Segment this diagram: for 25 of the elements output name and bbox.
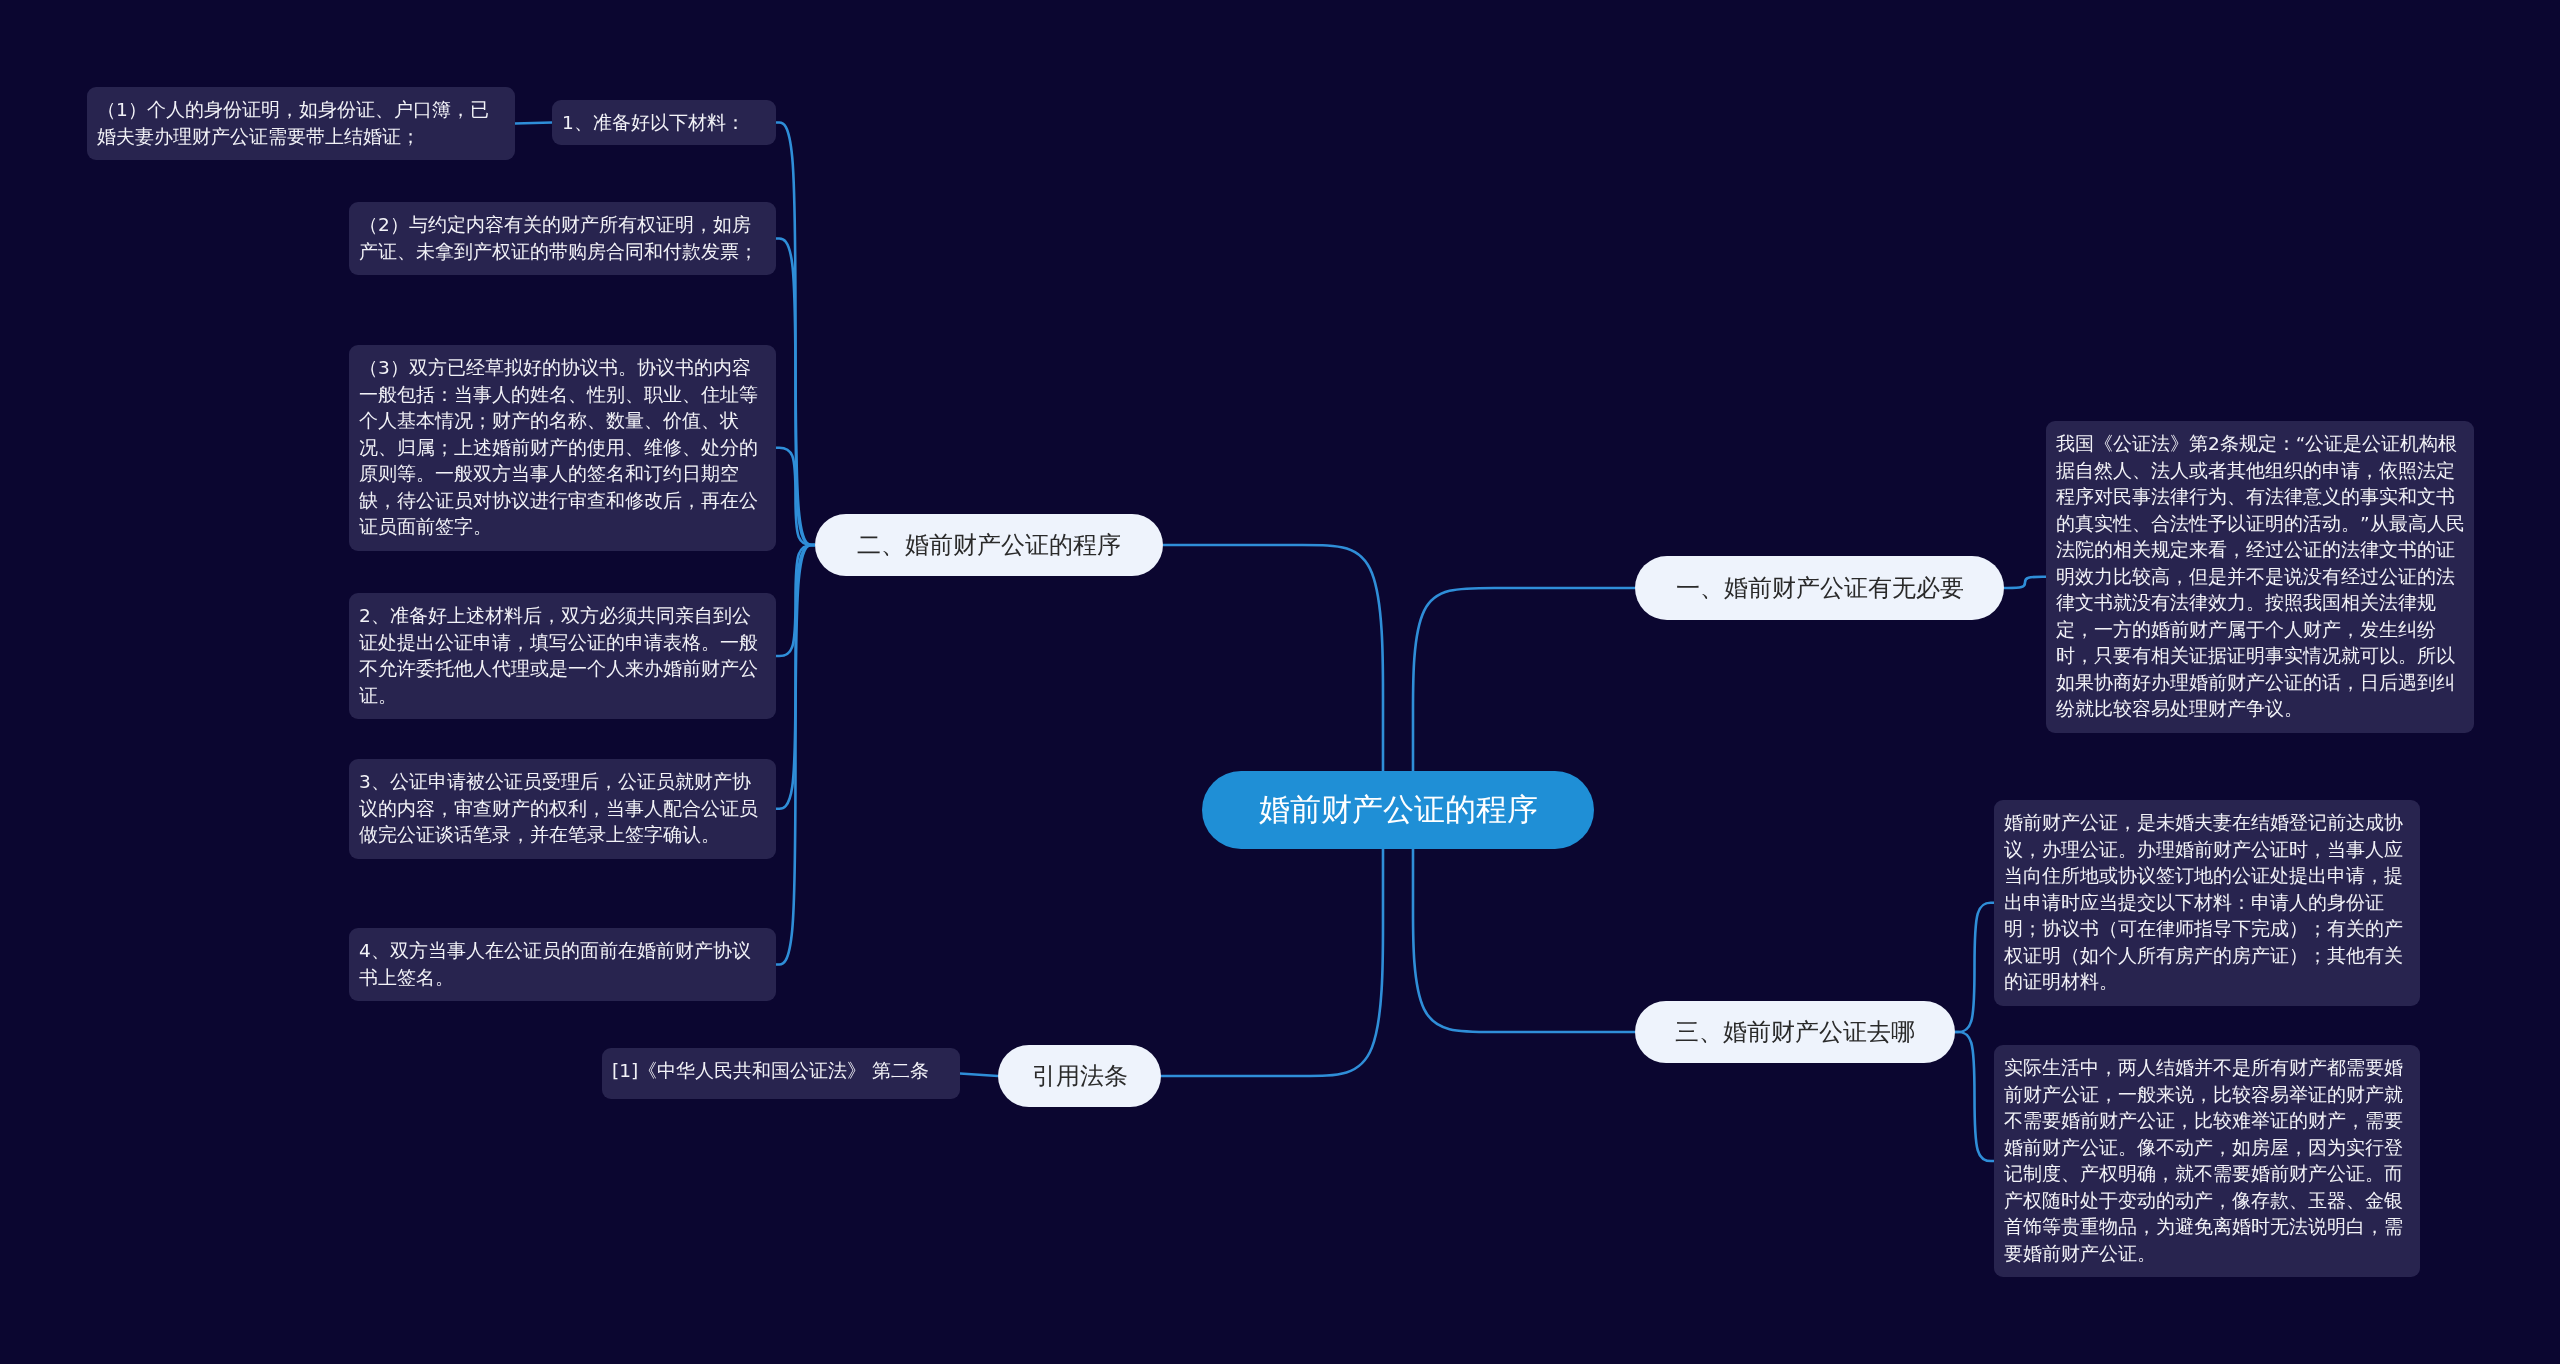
note-card: 婚前财产公证，是未婚夫妻在结婚登记前达成协议，办理公证。办理婚前财产公证时，当事人应当向住所地或协议签订地的公证处提出申请，提出申请时应当提交以下材料：申请人的身份证明；协议书（可在律师指导下完成）；有关的产权证明（如个人所有房产的房产证）；其他有关的证明材料。: [1994, 800, 2420, 1006]
connector-line: [959, 1072, 999, 1078]
connector-line: [1411, 849, 1635, 1034]
note-card: 实际生活中，两人结婚并不是所有财产都需要婚前财产公证，一般来说，比较容易举证的财产就不需要婚前财产公证，比较难举证的财产，需要婚前财产公证。像不动产，如房屋，因为实行登记制度、产权明确，就不需要婚前财产公证。而产权随时处于变动的动产，像存款、玉器、金银首饰等贵重物品，为避免离婚时无法说明白，需要婚前财产公证。: [1994, 1045, 2420, 1277]
note-card: 3、公证申请被公证员受理后，公证员就财产协议的内容，审查财产的权利，当事人配合公证员做完公证谈话笔录，并在笔录上签字确认。: [349, 759, 776, 859]
branch-topic: 一、婚前财产公证有无必要: [1635, 556, 2004, 620]
note-card: （1）个人的身份证明，如身份证、户口簿，已婚夫妻办理财产公证需要带上结婚证；: [87, 87, 515, 160]
connector-line: [1163, 543, 1385, 771]
connector-line: [1411, 586, 1635, 771]
note-card: 我国《公证法》第2条规定：“公证是公证机构根据自然人、法人或者其他组织的申请，依照法定程序对民事法律行为、有法律意义的事实和文书的真实性、合法性予以证明的活动。”从最高人民法院的相关规定来看，经过公证的法律文书的证明效力比较高，但是并不是说没有经过公证的法律文书就没有法律效力。按照我国相关法律规定，一方的婚前财产属于个人财产，发生纠纷时，只要有相关证据证明事实情况就可以。所以如果协商好办理婚前财产公证的话，日后遇到纠纷就比较容易处理财产争议。: [2046, 421, 2474, 733]
central-topic: 婚前财产公证的程序: [1202, 771, 1594, 849]
note-card: （3）双方已经草拟好的协议书。协议书的内容一般包括：当事人的姓名、性别、职业、住址等个人基本情况；财产的名称、数量、价值、状况、归属；上述婚前财产的使用、维修、处分的原则等。一般双方当事人的签名和订约日期空缺，待公证员对协议进行审查和修改后，再在公证员面前签字。: [349, 345, 776, 551]
note-card: 1、准备好以下材料：: [552, 100, 776, 145]
branch-topic: 二、婚前财产公证的程序: [815, 514, 1163, 576]
connector-line: [2004, 575, 2046, 590]
connector-line: [514, 121, 553, 125]
note-card: [1]《中华人民共和国公证法》 第二条: [602, 1048, 960, 1099]
connector-line: [1161, 849, 1385, 1078]
note-card: 2、准备好上述材料后，双方必须共同亲自到公证处提出公证申请，填写公证的申请表格。一般不允许委托他人代理或是一个人来办婚前财产公证。: [349, 593, 776, 719]
branch-topic: 引用法条: [998, 1045, 1161, 1107]
note-card: （2）与约定内容有关的财产所有权证明，如房产证、未拿到产权证的带购房合同和付款发票；: [349, 202, 776, 275]
branch-topic: 三、婚前财产公证去哪: [1635, 1001, 1955, 1063]
connector-line: [1955, 1030, 1994, 1163]
connector-line: [775, 543, 816, 966]
note-card: 4、双方当事人在公证员的面前在婚前财产协议书上签名。: [349, 928, 776, 1001]
